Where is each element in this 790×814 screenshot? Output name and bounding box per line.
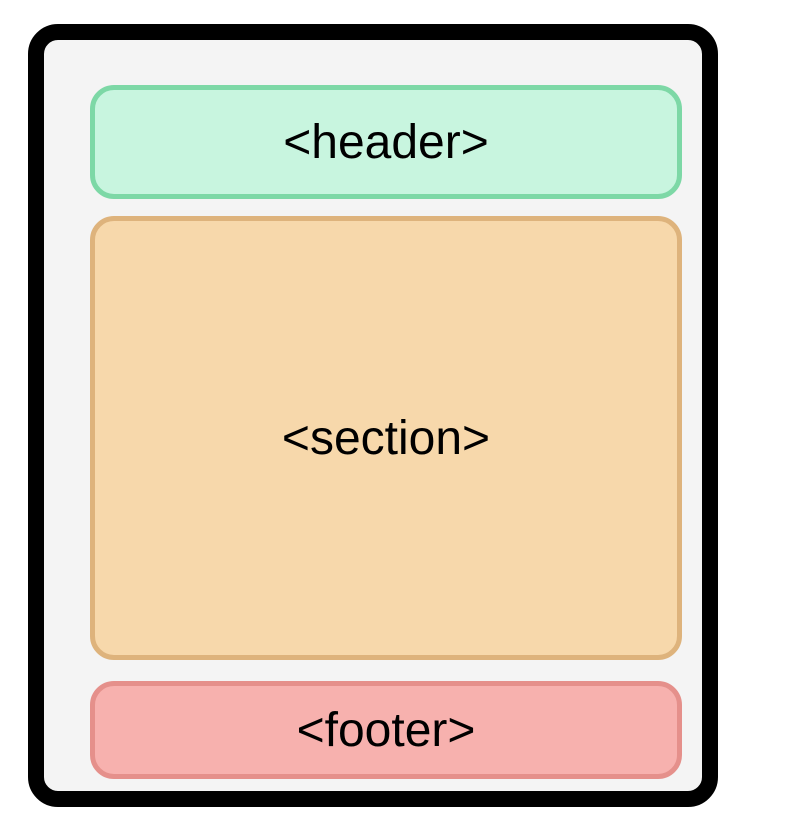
footer-block: <footer>: [90, 681, 682, 779]
section-label: <section>: [281, 411, 491, 465]
footer-label: <footer>: [296, 703, 476, 757]
section-block: <section>: [90, 216, 682, 660]
header-label: <header>: [283, 115, 489, 169]
page-frame: <header> <section> <footer>: [28, 24, 718, 807]
header-block: <header>: [90, 85, 682, 199]
